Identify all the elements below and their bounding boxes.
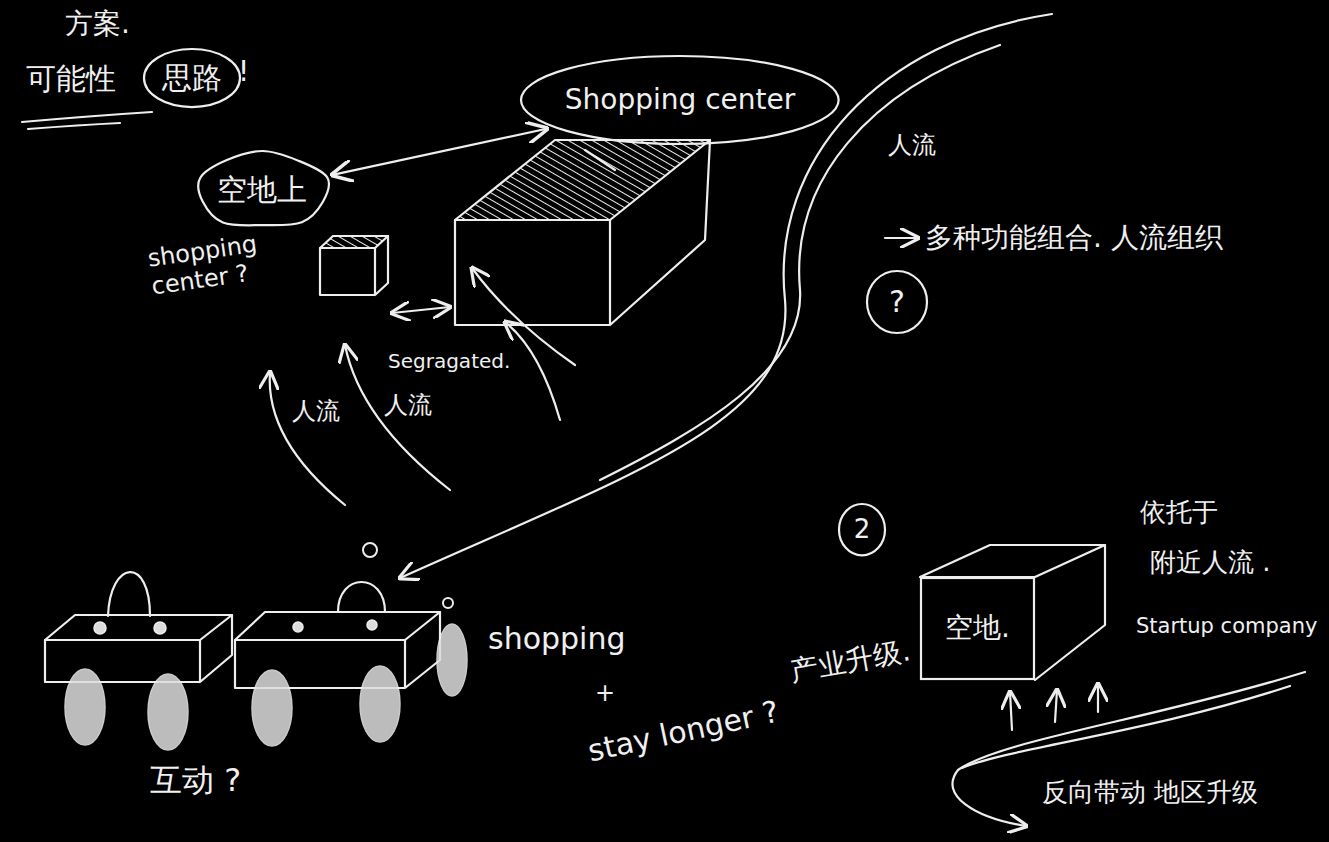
node-text: 空地. (945, 612, 1010, 644)
node-text: Shopping center (565, 84, 795, 116)
sketch-note: 反向带动 地区升级 (1042, 778, 1258, 808)
circled-number: 2 (837, 502, 887, 557)
cart (45, 615, 232, 682)
circled-number: ? (865, 269, 929, 335)
building-roof (455, 140, 710, 220)
river-curve (400, 14, 1052, 578)
sketch-note: 方案. (65, 8, 130, 40)
person-head (363, 543, 377, 557)
node-text: 思路 (162, 61, 222, 96)
connector-arrow (333, 129, 547, 175)
sketch-note: 产业升级. (788, 635, 913, 688)
flow-arrow (270, 372, 345, 505)
sketch-note: 依托于 (1140, 498, 1218, 528)
node-border (921, 578, 1034, 679)
cart-hole (367, 620, 377, 630)
sketch-note: 多种功能组合. 人流组织 (925, 222, 1223, 254)
sketch-note: ! (238, 56, 249, 88)
person-head (443, 598, 453, 608)
cart-hole (293, 622, 303, 632)
node-border (144, 49, 240, 107)
up-arrow (1010, 692, 1012, 730)
leader-line (585, 150, 615, 170)
underline (28, 123, 120, 129)
up-arrow (1097, 684, 1099, 712)
cart-hole (154, 622, 166, 634)
cart-wheel (360, 666, 400, 742)
box-node: 空地. (920, 577, 1035, 680)
lot-side (1035, 545, 1105, 680)
sketch-note: 人流 (888, 132, 936, 160)
blob-bubble: 空地上 (193, 147, 332, 233)
sketch-note: 附近人流 . (1150, 548, 1271, 578)
small-building-box (320, 236, 388, 295)
up-arrow (1055, 690, 1057, 722)
cart-handle (108, 572, 150, 616)
node-border (198, 151, 329, 225)
cart (45, 615, 232, 640)
cart-hole (94, 622, 106, 634)
cart-handle (338, 582, 385, 612)
sketch-note: + (595, 680, 615, 708)
swoosh-arrow (952, 672, 1305, 826)
lot-roof (920, 545, 1105, 577)
ellipse-bubble: Shopping center (519, 54, 841, 146)
sketch-note: 人流 (292, 398, 340, 426)
node-text: 2 (854, 515, 871, 545)
cart-wheel (252, 670, 292, 746)
sketch-note: Startup company (1136, 614, 1317, 638)
segregation-arrow (392, 307, 450, 313)
sketch-note: 人流 (384, 392, 432, 420)
node-border (839, 504, 885, 555)
sketch-note: shopping center ? (146, 229, 274, 301)
node-text: 空地上 (217, 173, 307, 208)
node-text: ? (889, 285, 905, 320)
swoosh-arrow (962, 686, 1290, 768)
small-building-roof (320, 236, 388, 248)
sketch-note: 可能性 (26, 62, 116, 97)
pointer-arrow (885, 237, 918, 239)
cart (235, 612, 440, 640)
circled-note: 思路 (142, 47, 242, 109)
sketch-note: Segragated. (388, 350, 510, 373)
building-box (455, 140, 710, 325)
flow-arrow (505, 322, 560, 420)
node-border (521, 56, 839, 144)
cart-wheel (148, 674, 188, 750)
underline (22, 112, 152, 122)
node-border (867, 271, 927, 333)
sketch-note: 互动 ? (150, 762, 241, 799)
sketch-note: shopping (488, 622, 625, 657)
cart-wheel (65, 669, 105, 745)
cart-wheel (437, 624, 467, 696)
